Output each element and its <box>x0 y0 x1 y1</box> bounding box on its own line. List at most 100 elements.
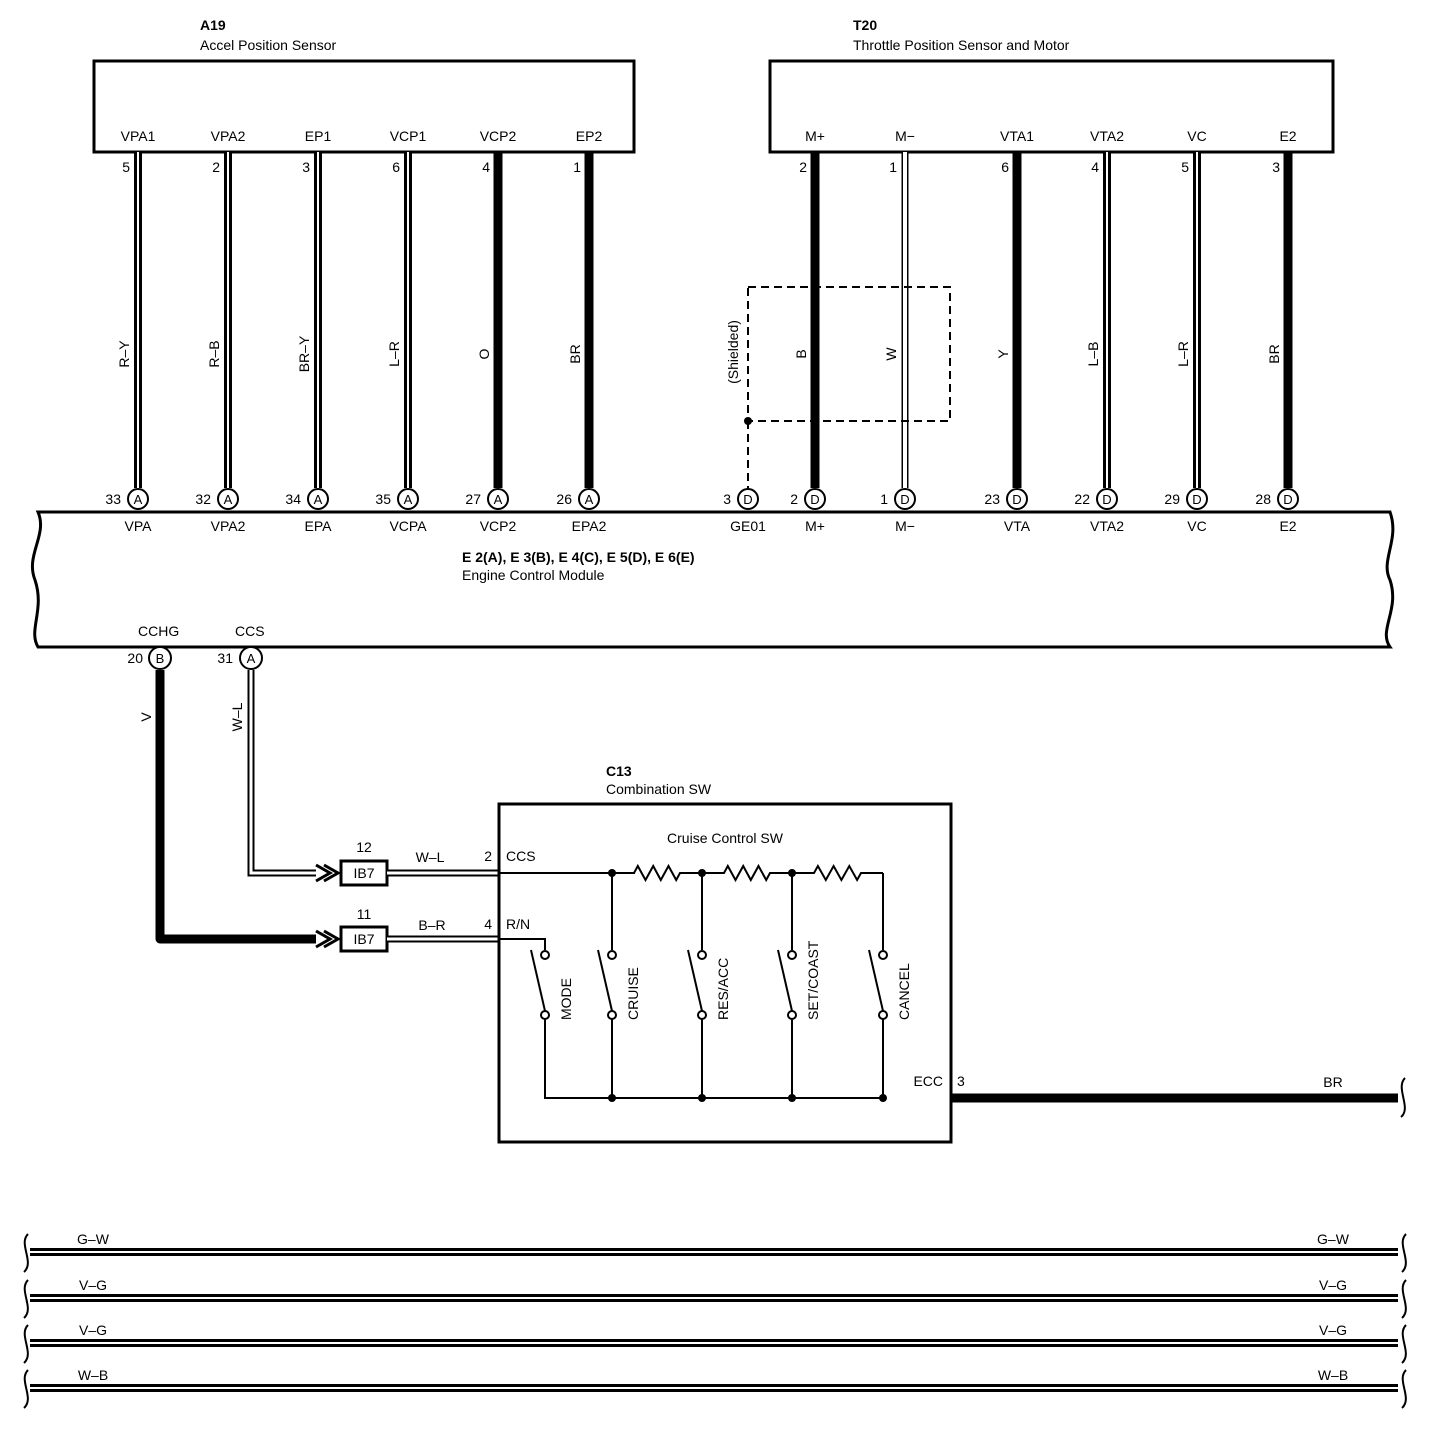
bus-wire-label-right: G–W <box>1317 1231 1350 1247</box>
bus-wire-label-left: G–W <box>77 1231 110 1247</box>
bus-wire-label-right: V–G <box>1319 1277 1347 1293</box>
connector-circle <box>397 488 419 510</box>
ib7-rn-label: IB7 <box>353 931 374 947</box>
switch-label: MODE <box>558 978 574 1020</box>
ib7-ccs-label: IB7 <box>353 865 374 881</box>
ecm-terminal-label: VC <box>1187 518 1206 534</box>
sensor-pin-number: 4 <box>482 159 490 175</box>
ecm-pin-number: 35 <box>375 491 391 507</box>
switch-contact-top <box>607 950 617 960</box>
t20-box <box>768 59 1335 154</box>
sensor-pin-number: 3 <box>302 159 310 175</box>
ecm-terminal-label: M+ <box>805 518 825 534</box>
wire-break-mark <box>1401 1369 1407 1409</box>
ecm-pin-number: 23 <box>984 491 1000 507</box>
ecm-top-pin-group: A33VPAA32VPA2A34EPAA35VCPAA27VCP2A26EPA2… <box>105 488 1299 534</box>
ecm-connector-letter: A <box>134 492 143 507</box>
connector-circle <box>894 488 916 510</box>
ecm-pin-number: 3 <box>723 491 731 507</box>
ecm-cchg-conn: B <box>156 651 165 666</box>
c13-rn-pin: 4 <box>484 916 492 932</box>
connector-circle <box>1277 488 1299 510</box>
sensor-pin-label: EP1 <box>305 128 332 144</box>
ecm-pin-number: 34 <box>285 491 301 507</box>
resistor-ladder <box>608 863 884 950</box>
wl-wire-inner <box>249 670 316 875</box>
junction-dot <box>698 1094 706 1102</box>
sensor-pin-number: 5 <box>1181 159 1189 175</box>
wire-color-label: O <box>476 348 492 359</box>
connector-circle <box>217 488 239 510</box>
t20-component: T20 Throttle Position Sensor and Motor <box>768 17 1335 154</box>
switch-contact-bottom <box>878 1010 888 1020</box>
wire-color-label: W <box>883 347 899 361</box>
switch-label: CANCEL <box>896 963 912 1020</box>
wire-break-mark <box>1400 1077 1406 1118</box>
sensor-pin-label: VTA2 <box>1090 128 1124 144</box>
resistor <box>702 863 792 883</box>
connector-circle <box>578 488 600 510</box>
ecm-terminal-label: VCPA <box>389 518 427 534</box>
sensor-pin-label: M− <box>895 128 915 144</box>
ib7-connector-ccs: 12 IB7 W–L <box>339 839 500 887</box>
a19-component: A19 Accel Position Sensor <box>92 17 636 154</box>
c13-ecc-label: ECC <box>913 1073 943 1089</box>
ecm-connector-letter: D <box>1102 492 1111 507</box>
sensor-pin-number: 3 <box>1272 159 1280 175</box>
ecm-pin-number: 1 <box>880 491 888 507</box>
v-wire-path <box>155 670 316 944</box>
ecm-connector-letter: D <box>1192 492 1201 507</box>
ecm-connector-letter: A <box>314 492 323 507</box>
ecm-ccs-label: CCS <box>235 623 265 639</box>
sensor-pin-label: VPA2 <box>211 128 246 144</box>
connector-circle <box>239 646 263 670</box>
a19-name: Accel Position Sensor <box>200 37 337 53</box>
wl-wire-color: W–L <box>229 702 245 731</box>
ecm-pin-number: 2 <box>790 491 798 507</box>
ib7-connector-rn: 11 IB7 B–R <box>339 906 500 953</box>
ecm-terminal-label: VPA <box>125 518 153 534</box>
ecm-connector-letter: D <box>810 492 819 507</box>
wire-break-mark <box>23 1279 29 1319</box>
wire-color-label: BR <box>567 344 583 363</box>
a19-box <box>92 59 636 154</box>
sensor-pin-number: 6 <box>1001 159 1009 175</box>
switch-contact-top <box>878 950 888 960</box>
ecm-pin-number: 28 <box>1255 491 1271 507</box>
shield-junction-dot <box>744 417 752 425</box>
wire-color-label: BR <box>1266 344 1282 363</box>
sensor-pin-number: 6 <box>392 159 400 175</box>
connector-circle <box>1186 488 1208 510</box>
ecm-terminal-label: EPA2 <box>572 518 607 534</box>
ecm-cchg-pin: CCHG 20 B <box>127 623 179 670</box>
c13-rn-label: R/N <box>506 916 530 932</box>
bus-wire-label-left: V–G <box>79 1322 107 1338</box>
connector-circle <box>127 488 149 510</box>
ecm-component: E 2(A), E 3(B), E 4(C), E 5(D), E 6(E) E… <box>30 510 1395 649</box>
ecm-terminal-label: EPA <box>305 518 333 534</box>
wire-color-label: L–R <box>1175 341 1191 367</box>
ecm-terminal-label: VTA2 <box>1090 518 1124 534</box>
shield-label: (Shielded) <box>725 320 741 384</box>
ib7-ccs-pin: 12 <box>356 839 372 855</box>
sensor-pin-number: 1 <box>573 159 581 175</box>
ecm-ccs-pin: CCS 31 A <box>217 623 265 670</box>
connector-circle <box>737 488 759 510</box>
wire-color-label: L–R <box>386 341 402 367</box>
switch-label: RES/ACC <box>715 958 731 1020</box>
c13-ecc-pin: 3 <box>957 1073 965 1089</box>
c13-code: C13 <box>606 763 632 779</box>
ecm-terminal-label: GE01 <box>730 518 766 534</box>
wire-break-mark <box>1401 1233 1407 1273</box>
v-wire-color: V <box>138 712 154 722</box>
sensor-pin-number: 5 <box>122 159 130 175</box>
connector-circle <box>307 488 329 510</box>
shield-box <box>747 286 951 422</box>
sensor-pin-number: 2 <box>799 159 807 175</box>
ecm-terminal-label: E2 <box>1279 518 1296 534</box>
ecm-terminal-label: VTA <box>1004 518 1031 534</box>
wire-color-label: B <box>793 349 809 358</box>
v-wire: V <box>138 670 342 949</box>
ecc-br-wire: BR <box>951 1074 1406 1118</box>
